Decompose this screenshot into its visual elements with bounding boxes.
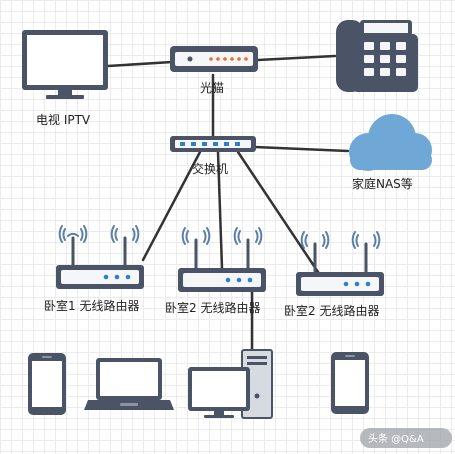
switch-icon bbox=[170, 136, 256, 152]
tv-icon bbox=[22, 30, 108, 99]
wifi-icon bbox=[181, 227, 263, 270]
watermark: 头条 @Q&A bbox=[360, 428, 452, 448]
router2-label: 卧室2 无线路由器 bbox=[165, 300, 260, 315]
wifi-icon bbox=[58, 225, 140, 267]
desktop-computer-icon bbox=[188, 349, 273, 419]
phone-icon bbox=[28, 353, 66, 415]
router-icon bbox=[178, 227, 266, 292]
connection-lines bbox=[106, 54, 350, 354]
modem-label: 光猫 bbox=[200, 81, 224, 95]
line-switch-router1 bbox=[141, 150, 202, 262]
modem-icon bbox=[170, 46, 258, 72]
line-tv-modem bbox=[106, 60, 174, 68]
phone-icon bbox=[331, 352, 369, 414]
telephone-icon bbox=[336, 20, 418, 92]
line-switch-nas bbox=[253, 145, 350, 153]
tv-label: 电视 IPTV bbox=[36, 112, 91, 127]
watermark-text: 头条 @Q&A bbox=[368, 432, 424, 445]
switch-label: 交换机 bbox=[192, 161, 228, 176]
nas-label: 家庭NAS等 bbox=[352, 176, 413, 191]
line-switch-router3 bbox=[236, 150, 320, 274]
line-modem-telephone bbox=[256, 54, 337, 62]
router1-label: 卧室1 无线路由器 bbox=[44, 298, 139, 313]
router-icon bbox=[56, 225, 144, 289]
router3-label: 卧室2 无线路由器 bbox=[284, 303, 379, 318]
router-icon bbox=[296, 231, 384, 296]
wifi-icon bbox=[300, 231, 381, 274]
cloud-icon bbox=[349, 114, 432, 171]
laptop-icon bbox=[84, 358, 174, 410]
line-switch-router2 bbox=[216, 150, 224, 270]
